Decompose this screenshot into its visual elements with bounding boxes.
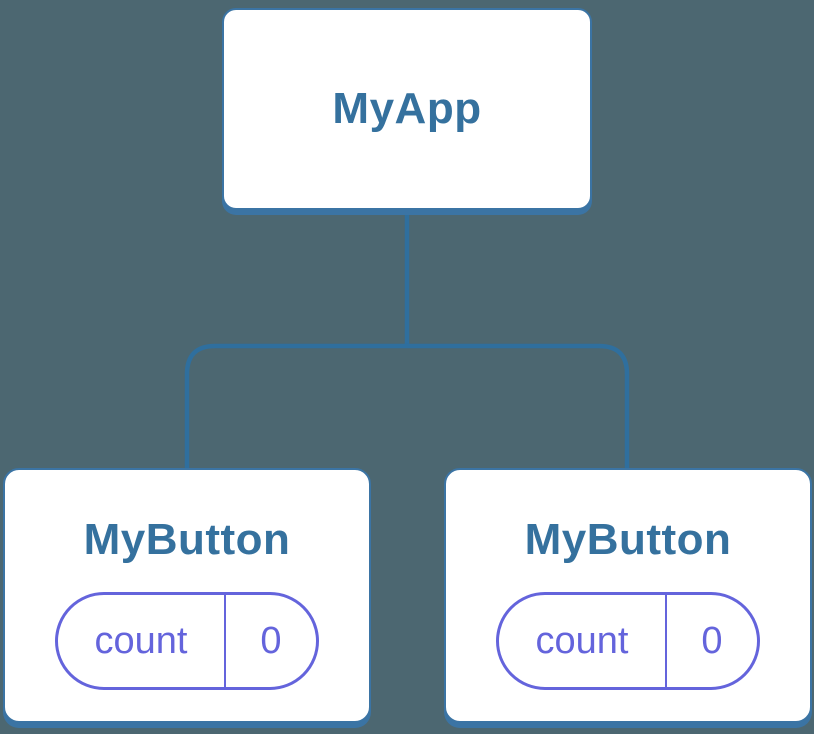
state-pill-2: count 0 (496, 592, 760, 690)
state-pill-1: count 0 (55, 592, 319, 690)
state-key-2: count (535, 619, 629, 662)
state-divider-2 (665, 595, 667, 687)
state-value-2: 0 (701, 619, 723, 662)
state-divider-1 (224, 595, 226, 687)
node-mybutton-1-label: MyButton (83, 515, 291, 564)
node-myapp-label: MyApp (332, 84, 482, 133)
branch-bracket-line (184, 343, 630, 470)
state-value-1: 0 (260, 619, 282, 662)
node-mybutton-2: MyButton count 0 (444, 468, 812, 723)
node-mybutton-1: MyButton count 0 (3, 468, 371, 723)
node-mybutton-2-label: MyButton (524, 515, 732, 564)
state-key-1: count (94, 619, 188, 662)
node-myapp: MyApp (222, 8, 592, 210)
